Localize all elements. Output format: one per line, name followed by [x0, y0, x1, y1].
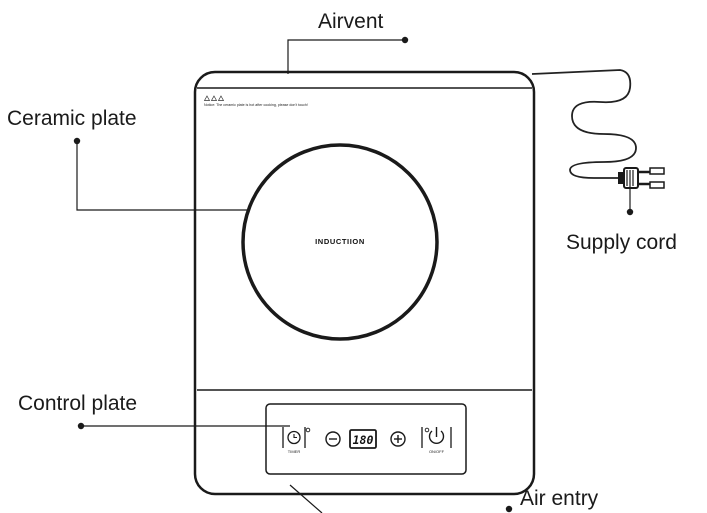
air-entry-label: Air entry	[520, 487, 599, 510]
power-key	[421, 427, 452, 448]
ceramic-plate-label: Ceramic plate	[7, 107, 137, 130]
power-icon	[428, 430, 445, 445]
temperature-display: 180	[353, 433, 374, 447]
cooker-body	[193, 70, 536, 496]
supply-cord	[531, 69, 637, 179]
plug-icon	[618, 167, 665, 189]
ceramic-plate-leader	[76, 141, 248, 211]
warning-icons	[203, 95, 225, 101]
control-panel: TIMER 180 ON/OFF	[265, 403, 467, 475]
leader-lines	[76, 39, 631, 513]
air-entry-leader	[289, 484, 323, 513]
clock-icon	[287, 430, 301, 445]
brand-label: INDUCTIION	[315, 237, 365, 246]
control-plate-label: Control plate	[18, 392, 137, 415]
control-panel-frame	[265, 403, 467, 475]
warning-notice: Notice: The ceramic plate is hot after c…	[204, 103, 308, 107]
leader-dots	[73, 36, 634, 513]
supply-cord-label: Supply cord	[566, 231, 677, 254]
timer-key	[282, 427, 311, 448]
timer-label: TIMER	[288, 449, 301, 454]
airvent-label: Airvent	[318, 10, 384, 33]
supply-cord-dot	[626, 208, 634, 216]
airvent-dot	[401, 36, 409, 44]
airvent-leader	[287, 39, 405, 74]
cooking-zone-circle	[241, 143, 439, 341]
ceramic-plate-dot	[73, 137, 81, 145]
control-plate-dot	[77, 422, 85, 430]
temperature-display-frame	[349, 429, 377, 449]
plus-icon	[390, 431, 406, 447]
air-entry-dot	[505, 505, 513, 513]
onoff-label: ON/OFF	[429, 449, 445, 454]
housing-outline	[193, 70, 536, 496]
minus-icon	[325, 431, 341, 447]
